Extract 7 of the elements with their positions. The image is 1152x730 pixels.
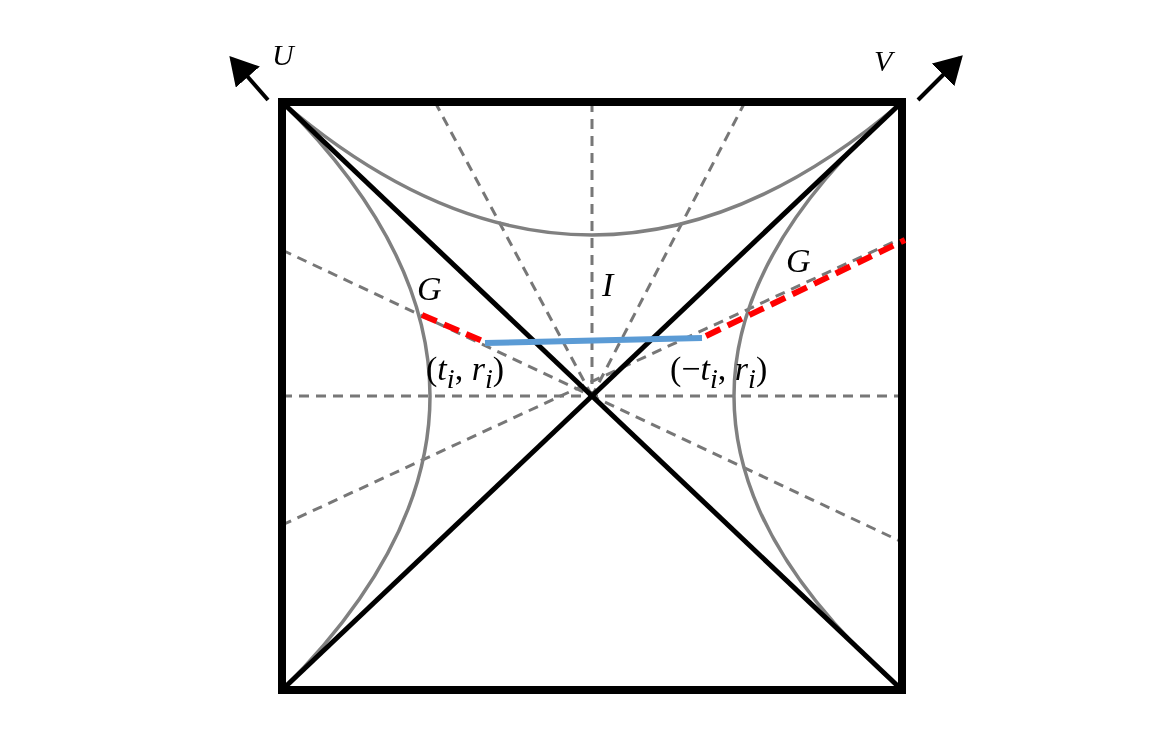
region-label: G [417,272,442,306]
axis-label: V [874,46,893,76]
region-label: I [602,268,614,302]
axis-label: U [272,40,294,70]
point-label: (t$_{i}$, r$_{i}$) [426,352,505,394]
point-label: (−t$_{i}$, r$_{i}$) [670,352,768,394]
region-label: G [786,244,811,278]
